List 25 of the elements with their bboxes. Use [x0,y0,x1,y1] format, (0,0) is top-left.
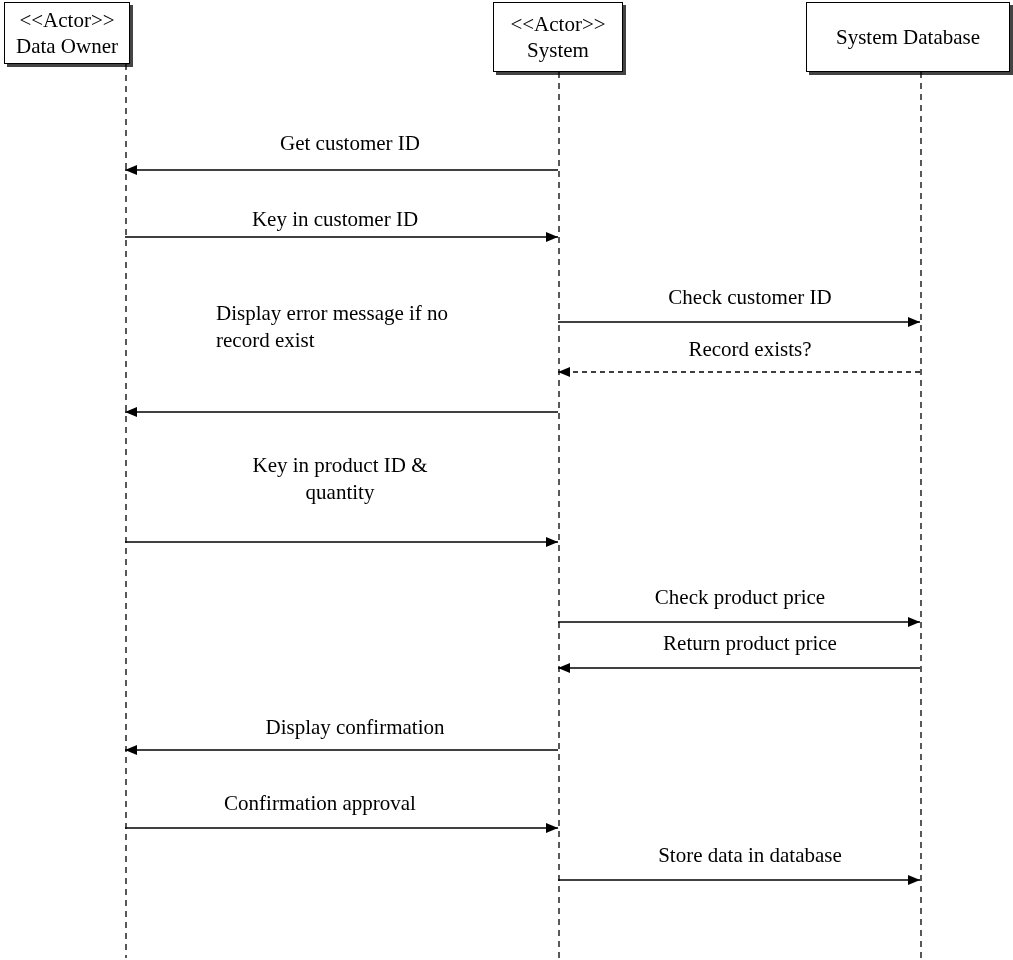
edge-label: Record exists? [687,336,813,363]
edge-label: Store data in database [657,842,843,869]
message-arrow [124,537,559,547]
message-arrow [557,875,921,885]
actor-name: <<Actor>> Data Owner [14,6,119,60]
actor-name: <<Actor>> System [509,10,607,64]
edge-label: Confirmation approval [223,790,417,817]
edge-label: Display confirmation [264,714,446,741]
dashed-return-arrow [557,367,921,377]
edge-label: Check product price [653,584,827,611]
actor-name: System Database [835,23,980,51]
edge-label: Check customer ID [667,284,833,311]
message-arrow [557,317,921,327]
edge-label: Return product price [662,630,838,657]
message-arrow [124,745,559,755]
message-arrow [124,232,559,242]
message-arrow [124,823,559,833]
edge-label: Get customer ID [279,130,421,157]
message-arrow [557,663,921,673]
message-arrow [557,617,921,627]
edge-label: Display error message if no record exist [216,300,450,355]
message-arrow [124,165,559,175]
message-arrow [124,407,559,417]
edge-label: Key in product ID & quantity [251,452,429,507]
edge-label: Key in customer ID [250,206,420,233]
